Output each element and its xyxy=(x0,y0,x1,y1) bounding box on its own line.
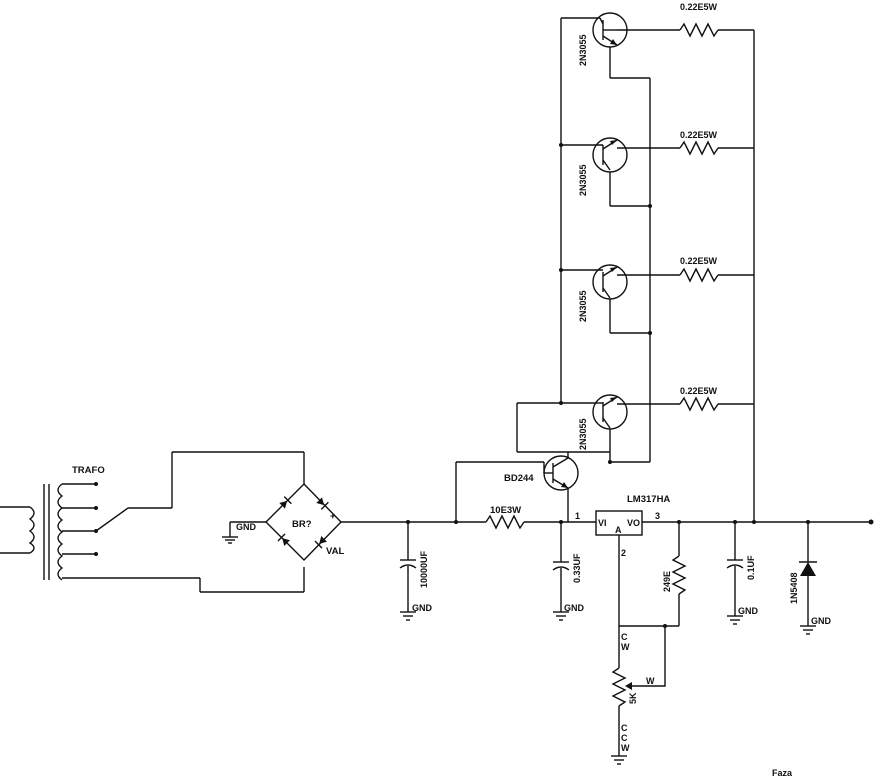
pot-value: 5K xyxy=(628,692,638,704)
pot-ccw-w: W xyxy=(621,743,630,753)
main-filter-capacitor: 10000UF GND xyxy=(399,520,433,621)
output-cap-gnd: GND xyxy=(738,606,759,616)
input-capacitor: 0.33UF GND 1 xyxy=(552,511,585,621)
bridge-rectifier: BR? + VAL GND xyxy=(222,483,344,561)
series-resistor-value: 10E3W xyxy=(490,505,521,516)
q1-resistor: 0.22E5W xyxy=(680,2,718,12)
input-cap-gnd: GND xyxy=(564,603,585,613)
potentiometer: C W C C W W 5K xyxy=(611,626,666,765)
pot-cw-c: C xyxy=(621,632,628,642)
adj-resistor-value: 249E xyxy=(662,571,672,592)
pot-ccw-c2: C xyxy=(621,733,628,743)
diode-part: 1N5408 xyxy=(789,572,799,604)
driver-part: BD244 xyxy=(504,473,534,484)
q3-resistor: 0.22E5W xyxy=(680,256,718,266)
q1-part: 2N3055 xyxy=(578,34,588,66)
reg-adj: A xyxy=(615,525,622,535)
reg-pin2: 2 xyxy=(621,548,626,558)
reg-pin3: 3 xyxy=(655,511,660,521)
q2-part: 2N3055 xyxy=(578,164,588,196)
bridge-value: VAL xyxy=(326,546,344,557)
footer-text: Faza xyxy=(772,768,793,778)
selector-switch xyxy=(95,451,305,593)
adj-resistor: 249E xyxy=(619,520,687,628)
bridge-ref: BR? xyxy=(292,519,312,530)
q4-part: 2N3055 xyxy=(578,418,588,450)
power-transistor-4: 2N3055 0.22E5W xyxy=(559,386,754,464)
reg-part: LM317HA xyxy=(627,494,670,505)
power-transistor-3: 2N3055 0.22E5W xyxy=(559,256,754,335)
input-cap-value: 0.33UF xyxy=(572,553,582,583)
q3-part: 2N3055 xyxy=(578,290,588,322)
pot-ccw-c1: C xyxy=(621,723,628,733)
pot-cw-w: W xyxy=(621,642,630,652)
power-transistor-1: 2N3055 0.22E5W xyxy=(561,2,754,88)
power-transistor-2: 2N3055 0.22E5W xyxy=(559,130,754,208)
main-cap-gnd: GND xyxy=(412,603,433,613)
bridge-plus: + xyxy=(330,511,336,522)
reg-pin1: 1 xyxy=(575,511,580,521)
output-cap-value: 0.1UF xyxy=(746,555,756,580)
bridge-gnd-label: GND xyxy=(236,522,257,532)
protection-diode: 1N5408 GND xyxy=(789,520,832,635)
diode-gnd: GND xyxy=(811,616,832,626)
output-capacitor: 0.1UF GND xyxy=(726,520,759,625)
q2-resistor: 0.22E5W xyxy=(680,130,718,140)
reg-vo: VO xyxy=(627,518,640,528)
transformer: TRAFO xyxy=(0,465,200,581)
transformer-label: TRAFO xyxy=(72,465,105,476)
pot-wiper: W xyxy=(646,676,655,686)
q4-resistor: 0.22E5W xyxy=(680,386,718,396)
main-cap-value: 10000UF xyxy=(419,550,429,588)
reg-vi: VI xyxy=(598,518,607,528)
driver-transistor: BD244 xyxy=(455,402,610,522)
